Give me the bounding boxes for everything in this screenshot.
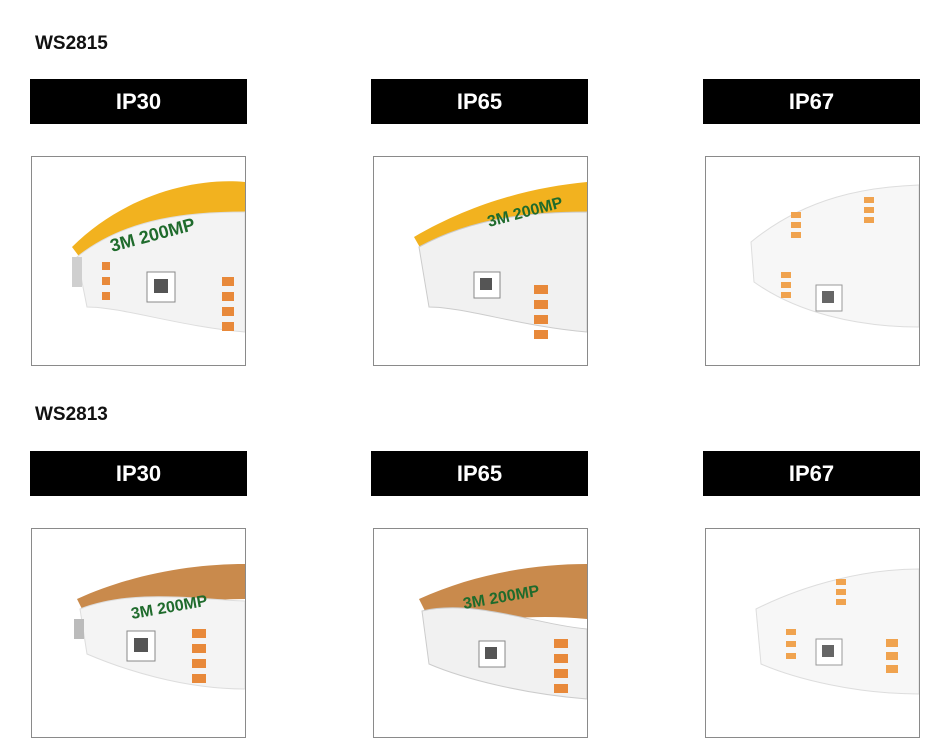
led-strip-image: 3M 200MP xyxy=(72,181,245,333)
led-strip-image: 3M 200MP xyxy=(74,564,245,690)
product-photo-ws2813-ip67 xyxy=(705,528,920,738)
product-photo-ws2815-ip65: 3M 200MP xyxy=(373,156,588,366)
badge-ip67: IP67 xyxy=(703,79,920,124)
badge-ip65: IP65 xyxy=(371,451,588,496)
led-strip-image: 3M 200MP xyxy=(414,182,587,339)
product-photo-ws2813-ip65: 3M 200MP xyxy=(373,528,588,738)
product-photo-ws2815-ip30: 3M 200MP xyxy=(31,156,246,366)
badge-ip65: IP65 xyxy=(371,79,588,124)
product-photo-ws2815-ip67 xyxy=(705,156,920,366)
badge-ip30: IP30 xyxy=(30,451,247,496)
section-title-ws2815: WS2815 xyxy=(35,33,108,54)
led-strip-image xyxy=(750,184,919,328)
product-photo-ws2813-ip30: 3M 200MP xyxy=(31,528,246,738)
led-strip-image xyxy=(755,568,919,695)
led-strip-image: 3M 200MP xyxy=(419,564,587,700)
section-title-ws2813: WS2813 xyxy=(35,404,108,425)
badge-ip30: IP30 xyxy=(30,79,247,124)
badge-ip67: IP67 xyxy=(703,451,920,496)
